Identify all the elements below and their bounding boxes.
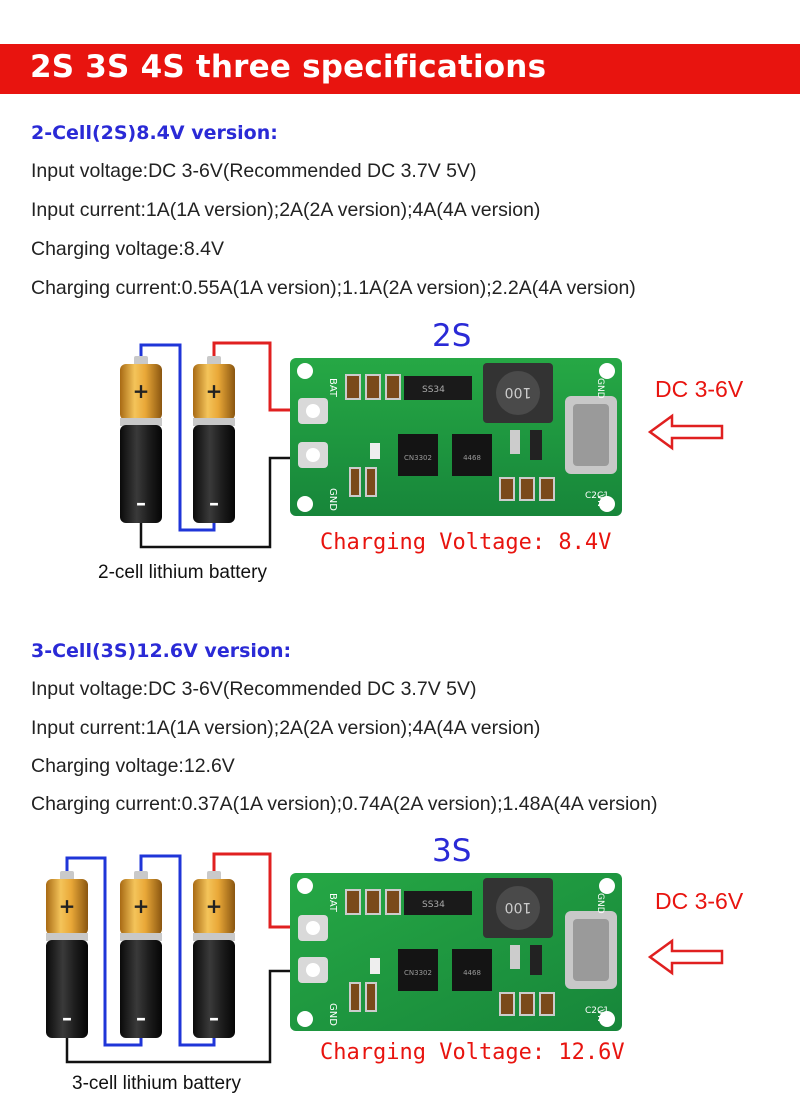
svg-text:4468: 4468 bbox=[463, 969, 481, 977]
svg-text:+: + bbox=[206, 894, 223, 918]
wire-negative bbox=[65, 969, 300, 1064]
svg-text:GND: GND bbox=[327, 1003, 338, 1026]
svg-text:–: – bbox=[136, 1006, 146, 1030]
wire-series-link-1 bbox=[65, 856, 143, 1047]
svg-text:–: – bbox=[209, 491, 219, 515]
svg-text:C2C1: C2C1 bbox=[585, 491, 609, 501]
battery-caption-2s: 2-cell lithium battery bbox=[98, 562, 267, 583]
svg-text:VN: VN bbox=[595, 494, 605, 507]
charger-pcb: BAT GND SS34 100 CN3302 4468 C2C1 bbox=[290, 873, 622, 1031]
svg-text:100: 100 bbox=[505, 899, 532, 915]
svg-text:GND: GND bbox=[327, 488, 338, 511]
svg-text:SS34: SS34 bbox=[422, 900, 445, 910]
svg-text:–: – bbox=[209, 1006, 219, 1030]
dc-input-label-2s: DC 3-6V bbox=[655, 376, 744, 402]
spec-input-current: Input current:1A(1A version);2A(2A versi… bbox=[31, 717, 541, 739]
input-arrow bbox=[647, 938, 724, 976]
svg-text:100: 100 bbox=[505, 384, 532, 400]
spec-charging-current: Charging current:0.37A(1A version);0.74A… bbox=[31, 793, 658, 815]
wire-positive bbox=[212, 852, 300, 929]
svg-text:VN: VN bbox=[595, 1009, 605, 1022]
charging-voltage-label-2s: Charging Voltage: 8.4V bbox=[320, 530, 612, 555]
battery-cell-3: + – bbox=[193, 871, 235, 1038]
svg-text:–: – bbox=[136, 491, 146, 515]
battery-caption-3s: 3-cell lithium battery bbox=[72, 1073, 241, 1094]
spec-input-voltage: Input voltage:DC 3-6V(Recommended DC 3.7… bbox=[31, 678, 477, 700]
charger-pcb: BAT GND SS34 100 CN3302 4468 C2C1 bbox=[290, 358, 622, 516]
battery-cell-1: + – bbox=[120, 356, 162, 523]
spec-charging-voltage: Charging voltage:12.6V bbox=[31, 755, 235, 777]
section-title-2s: 2-Cell(2S)8.4V version: bbox=[31, 122, 278, 144]
battery-cell-2: + – bbox=[120, 871, 162, 1038]
svg-text:GND: GND bbox=[595, 378, 605, 399]
svg-text:C2C1: C2C1 bbox=[585, 1006, 609, 1016]
battery-cell-2: + – bbox=[193, 356, 235, 523]
svg-text:CN3302: CN3302 bbox=[404, 969, 432, 977]
svg-text:BAT: BAT bbox=[327, 378, 338, 398]
section-title-3s: 3-Cell(3S)12.6V version: bbox=[31, 640, 292, 662]
diagram-2s-graphic: + – + – BAT GND bbox=[120, 341, 724, 549]
svg-text:SS34: SS34 bbox=[422, 385, 445, 395]
svg-text:+: + bbox=[59, 894, 76, 918]
svg-text:GND: GND bbox=[595, 893, 605, 914]
spec-input-voltage: Input voltage:DC 3-6V(Recommended DC 3.7… bbox=[31, 160, 477, 182]
version-label-3s: 3S bbox=[432, 833, 472, 869]
wire-negative bbox=[139, 456, 300, 549]
svg-text:+: + bbox=[133, 379, 150, 403]
svg-text:–: – bbox=[62, 1006, 72, 1030]
spec-input-current: Input current:1A(1A version);2A(2A versi… bbox=[31, 199, 541, 221]
svg-text:CN3302: CN3302 bbox=[404, 454, 432, 462]
input-arrow bbox=[647, 413, 724, 451]
spec-charging-voltage: Charging voltage:8.4V bbox=[31, 238, 224, 260]
charging-voltage-label-3s: Charging Voltage: 12.6V bbox=[320, 1040, 625, 1065]
spec-charging-current: Charging current:0.55A(1A version);1.1A(… bbox=[31, 277, 636, 299]
diagram-3s-graphic: + – + – + – bbox=[46, 852, 724, 1064]
svg-text:4468: 4468 bbox=[463, 454, 481, 462]
svg-text:+: + bbox=[206, 379, 223, 403]
wire-series-link-2 bbox=[139, 854, 216, 1047]
wiring-diagram-2s: + – + – BAT GND bbox=[0, 318, 800, 588]
wiring-diagram-3s: + – + – + – bbox=[0, 833, 800, 1103]
wire-series-link bbox=[139, 343, 216, 532]
svg-text:BAT: BAT bbox=[327, 893, 338, 913]
wire-positive bbox=[212, 341, 300, 412]
banner-title: 2S 3S 4S three specifications bbox=[30, 49, 547, 85]
battery-cell-1: + – bbox=[46, 871, 88, 1038]
dc-input-label-3s: DC 3-6V bbox=[655, 888, 744, 914]
header-banner: 2S 3S 4S three specifications bbox=[0, 44, 800, 94]
svg-text:+: + bbox=[133, 894, 150, 918]
version-label-2s: 2S bbox=[432, 318, 472, 354]
